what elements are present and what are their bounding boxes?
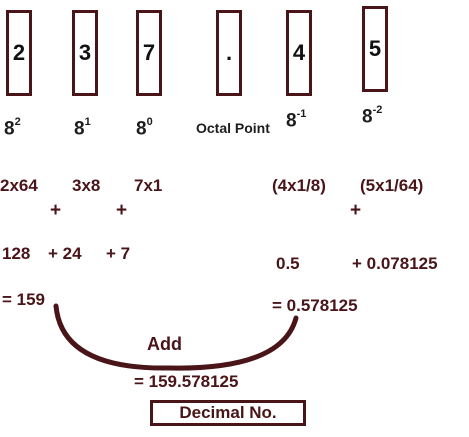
digit-2: 3 [78,40,92,65]
frac-value-2: + 0.078125 [352,254,438,273]
plus-sign-2: + [116,200,128,221]
add-label: Add [147,334,182,354]
power-label-3: 80 [136,116,153,140]
frac-product-1: (4x1/8) [272,176,326,195]
power-label-4: 8-1 [286,108,307,132]
digit-3: 7 [142,40,156,65]
decimal-label: Decimal No. [179,403,277,422]
digit-1: 2 [12,40,26,65]
plus-sign-1: + [50,200,62,221]
frac-sum: = 0.578125 [272,296,358,315]
frac-value-1: 0.5 [276,254,300,273]
int-value-1: 128 [2,244,31,263]
power-label-2: 81 [74,116,91,140]
int-value-3: + 7 [106,244,131,263]
int-sum: = 159 [2,290,46,309]
digit-box-5: 5 [362,6,388,92]
digit-box-2: 3 [72,10,98,96]
int-product-1: 2x64 [0,176,38,195]
total-result: = 159.578125 [134,372,239,391]
power-label-5: 8-2 [362,104,383,128]
octal-point-digit: . [225,40,233,65]
decimal-label-box: Decimal No. [150,400,306,426]
int-product-2: 3x8 [72,176,101,195]
digit-4: 4 [292,40,306,65]
plus-sign-3: + [350,200,362,221]
int-product-3: 7x1 [134,176,163,195]
digit-box-1: 2 [6,10,32,96]
digit-box-4: 4 [286,10,312,96]
digit-box-3: 7 [136,10,162,96]
digit-5: 5 [368,36,382,61]
octal-point-label: Octal Point [196,120,270,136]
octal-point-box: . [216,10,242,96]
power-label-1: 82 [4,116,21,140]
int-value-2: + 24 [48,244,82,263]
frac-product-2: (5x1/64) [360,176,424,195]
